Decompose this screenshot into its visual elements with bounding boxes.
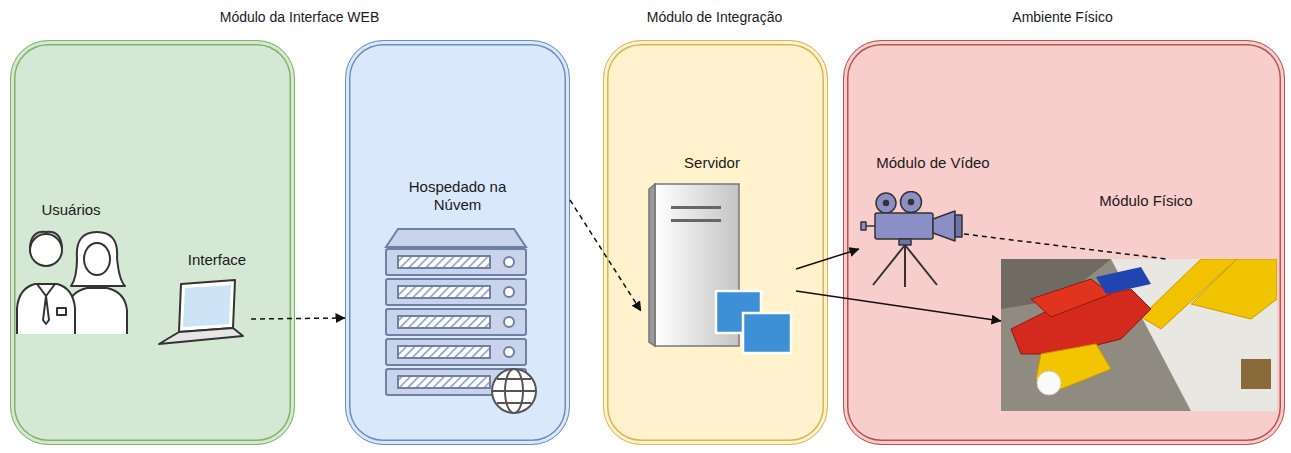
text-slot: Módulo de Integração xyxy=(647,9,782,26)
icon-label: Interface xyxy=(188,251,246,269)
text-slot: Hospedado na Núvem xyxy=(393,178,523,214)
camera-icon xyxy=(859,191,964,289)
module-panel: Módulo de Integração Servidor xyxy=(603,40,828,445)
icon-label: Servidor xyxy=(684,154,740,172)
users-icon xyxy=(43,296,49,324)
text-slot: Ambiente Físico xyxy=(1012,9,1112,26)
panel-text: Hospedado na Núvem xyxy=(393,178,523,214)
icon-label: Usuários xyxy=(41,201,100,219)
cloud-server-icon xyxy=(492,369,536,413)
connector xyxy=(796,291,1001,321)
camera-icon xyxy=(905,245,937,285)
camera-icon xyxy=(861,192,962,246)
camera-icon xyxy=(873,245,905,285)
icon-label: Módulo Físico xyxy=(1099,192,1192,210)
server-icon xyxy=(649,184,655,346)
server-icon xyxy=(671,219,721,222)
module-heading: Módulo da Interface WEB xyxy=(220,9,380,26)
camera-icon xyxy=(861,222,866,230)
server-icon xyxy=(671,206,721,209)
cloud-server-icon xyxy=(398,286,490,298)
cloud-server-icon xyxy=(386,339,526,365)
users-icon xyxy=(30,234,62,266)
connector xyxy=(251,318,345,319)
cloud-server-icon xyxy=(492,379,536,403)
camera-icon xyxy=(955,215,962,237)
cloud-server-icon xyxy=(386,309,526,335)
laptop-icon xyxy=(159,328,243,344)
cloud-server-icon xyxy=(398,376,490,388)
cloud-server-icon xyxy=(504,347,514,357)
laptop-icon xyxy=(179,280,235,332)
users-icon xyxy=(57,308,66,315)
robot-arm-photo xyxy=(1141,259,1237,329)
camera-icon xyxy=(909,200,914,205)
camera-icon xyxy=(884,201,889,206)
camera-icon xyxy=(904,245,906,287)
camera-node: Módulo de Vídeo xyxy=(859,191,964,289)
users-icon xyxy=(17,284,75,334)
text-slot: Interface xyxy=(188,251,246,269)
robot-arm-photo xyxy=(1001,259,1277,411)
robot-arm-photo xyxy=(1241,359,1271,389)
laptop-node: Interface xyxy=(151,246,251,348)
text-slot: Módulo da Interface WEB xyxy=(220,9,380,26)
text-slot: Módulo Físico xyxy=(1099,192,1192,210)
module-panel: Módulo da Interface WEB Usuários Interfa… xyxy=(10,40,295,445)
connector xyxy=(570,200,641,311)
module-panel: Ambiente Físico Módulo de Vídeo xyxy=(843,40,1285,445)
users-icon-node: Usuários xyxy=(15,196,149,336)
cloud-server-icon xyxy=(492,369,536,413)
camera-icon xyxy=(875,213,933,239)
users-icon xyxy=(30,232,62,248)
cloud-server-icon xyxy=(504,287,514,297)
robot-arm-photo xyxy=(1096,267,1151,294)
connector xyxy=(964,234,1166,259)
cloud-server-icon xyxy=(504,257,514,267)
text-slot: Módulo de Vídeo xyxy=(876,154,989,172)
connector xyxy=(796,249,859,269)
server-icon xyxy=(743,313,791,353)
camera-icon xyxy=(876,193,896,213)
camera-icon xyxy=(901,192,922,213)
camera-icon xyxy=(866,225,875,227)
users-icon xyxy=(37,284,55,296)
cloud-panel: Hospedado na Núvem xyxy=(345,40,570,445)
cloud-server-icon xyxy=(398,256,490,268)
cloud-server-icon xyxy=(386,279,526,305)
cloud-server-icon xyxy=(398,316,490,328)
module-heading: Ambiente Físico xyxy=(1012,9,1112,26)
camera-icon xyxy=(899,239,911,245)
cloud-server-icon xyxy=(504,317,514,327)
server-icon xyxy=(641,151,796,356)
laptop-icon xyxy=(183,285,231,327)
robot-photo-node: Módulo Físico xyxy=(1001,259,1277,411)
users-icon xyxy=(17,232,127,334)
text-slot: Servidor xyxy=(684,154,740,172)
server-node: Servidor xyxy=(641,151,796,356)
camera-icon xyxy=(873,245,937,287)
camera-icon xyxy=(933,211,955,241)
cloud-server-icon xyxy=(386,249,526,275)
robot-arm-photo xyxy=(1001,259,1277,411)
robot-arm-photo xyxy=(1031,279,1111,317)
users-icon xyxy=(84,243,110,275)
cloud-server-icon xyxy=(386,229,526,247)
text-slot: Usuários xyxy=(41,201,100,219)
cloud-server-icon xyxy=(398,346,490,358)
module-heading: Módulo de Integração xyxy=(647,9,782,26)
cloud-server-icon xyxy=(346,41,571,446)
robot-arm-photo xyxy=(1037,371,1061,395)
icon-label: Módulo de Vídeo xyxy=(876,154,989,172)
users-icon xyxy=(71,232,125,286)
